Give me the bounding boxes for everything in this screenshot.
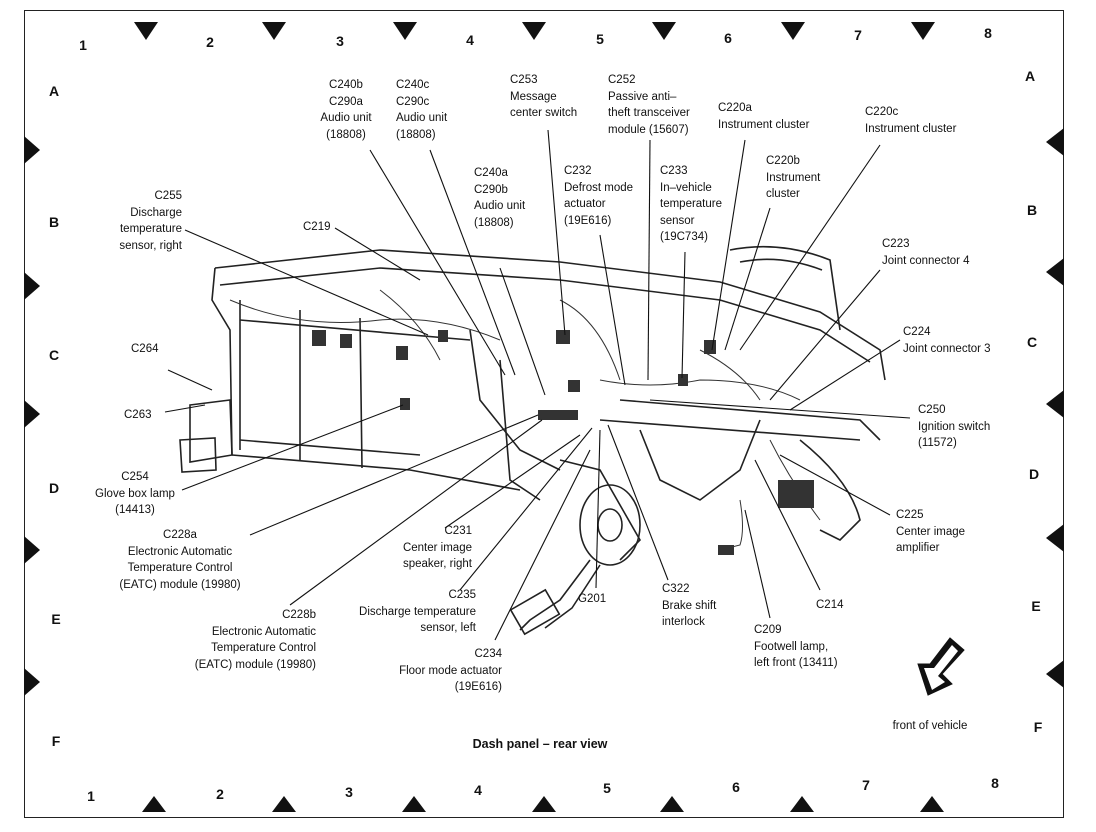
grid-markers-left (24, 136, 40, 696)
callout-c252: C252 Passive anti– theft transceiver mod… (608, 74, 690, 136)
steering-column (509, 484, 641, 636)
grid-col-bottom-2: 2 (216, 786, 224, 802)
leader-lines (164, 129, 911, 641)
callout-c240b: C240b C290a Audio unit (18808) (320, 79, 372, 141)
callout-c253: C253 Message center switch (510, 74, 578, 119)
grid-row-right-f: F (1033, 719, 1043, 735)
callout-c322: C322 Brake shift interlock (662, 583, 717, 628)
callout-c234: C234 Floor mode actuator (19E616) (399, 648, 502, 693)
callout-c214: C214 (816, 599, 844, 611)
grid-row-right-c: C (1026, 334, 1038, 350)
grid-row-left-b: B (48, 214, 60, 230)
grid-col-top-8: 8 (984, 25, 992, 41)
grid-row-right-d: D (1028, 466, 1040, 482)
callout-c224: C224 Joint connector 3 (903, 326, 991, 355)
callout-c228a: C228a Electronic Automatic Temperature C… (119, 529, 241, 591)
callout-c228b: C228b Electronic Automatic Temperature C… (194, 609, 316, 671)
dash-structure (179, 245, 886, 561)
callout-c209: C209 Footwell lamp, left front (13411) (754, 624, 838, 669)
grid-col-top-1: 1 (79, 37, 87, 53)
grid-row-right-e: E (1031, 598, 1041, 614)
grid-col-top-3: 3 (336, 33, 344, 49)
callout-c223: C223 Joint connector 4 (882, 238, 970, 267)
callout-c250: C250 Ignition switch (11572) (918, 404, 991, 449)
callout-g201: G201 (578, 593, 607, 605)
grid-col-top-2: 2 (206, 34, 214, 50)
callout-c225: C225 Center image amplifier (896, 509, 966, 554)
grid-col-bottom-6: 6 (732, 779, 740, 795)
callout-c264: C264 (131, 343, 159, 355)
grid-row-left-e: E (51, 611, 61, 627)
callout-c220c: C220c Instrument cluster (865, 106, 957, 135)
diagram-caption: Dash panel – rear view (472, 737, 608, 751)
front-of-vehicle-label: front of vehicle (892, 720, 968, 732)
grid-col-bottom-5: 5 (603, 780, 611, 796)
grid-col-bottom-3: 3 (345, 784, 353, 800)
callout-c219: C219 (303, 221, 331, 233)
grid-row-left-a: A (48, 83, 60, 99)
grid-col-bottom-7: 7 (862, 777, 870, 793)
callout-c232: C232 Defrost mode actuator (19E616) (564, 165, 634, 227)
callout-c231: C231 Center image speaker, right (402, 525, 472, 570)
callout-c233: C233 In–vehicle temperature sensor (19C7… (660, 165, 723, 243)
grid-markers-top (134, 22, 935, 40)
grid-col-top-4: 4 (466, 32, 474, 48)
grid-row-left-d: D (48, 480, 60, 496)
callout-c263: C263 (124, 409, 152, 421)
grid-row-right-b: B (1026, 202, 1038, 218)
callout-c220b: C220b Instrument cluster (766, 155, 821, 200)
callout-c235: C235 Discharge temperature sensor, left (359, 589, 476, 634)
callout-c255: C255 Discharge temperature sensor, right (119, 190, 182, 252)
callout-c240a: C240a C290b Audio unit (18808) (474, 167, 526, 229)
grid-col-bottom-4: 4 (474, 782, 482, 798)
grid-row-right-a: A (1024, 68, 1036, 84)
grid-row-left-f: F (51, 733, 61, 749)
grid-col-top-5: 5 (596, 31, 604, 47)
grid-row-left-c: C (48, 347, 60, 363)
callout-c220a: C220a Instrument cluster (718, 102, 810, 131)
callout-c240c: C240c C290c Audio unit (18808) (396, 79, 448, 141)
grid-col-top-7: 7 (854, 27, 862, 43)
grid-col-bottom-1: 1 (87, 788, 95, 804)
grid-col-bottom-8: 8 (991, 775, 999, 791)
front-of-vehicle-arrow-icon (917, 637, 965, 696)
connectors (312, 330, 814, 555)
grid-markers-bottom (142, 796, 944, 812)
callout-c254: C254 Glove box lamp (14413) (95, 471, 175, 516)
grid-col-top-6: 6 (724, 30, 732, 46)
grid-markers-right (1046, 128, 1064, 688)
